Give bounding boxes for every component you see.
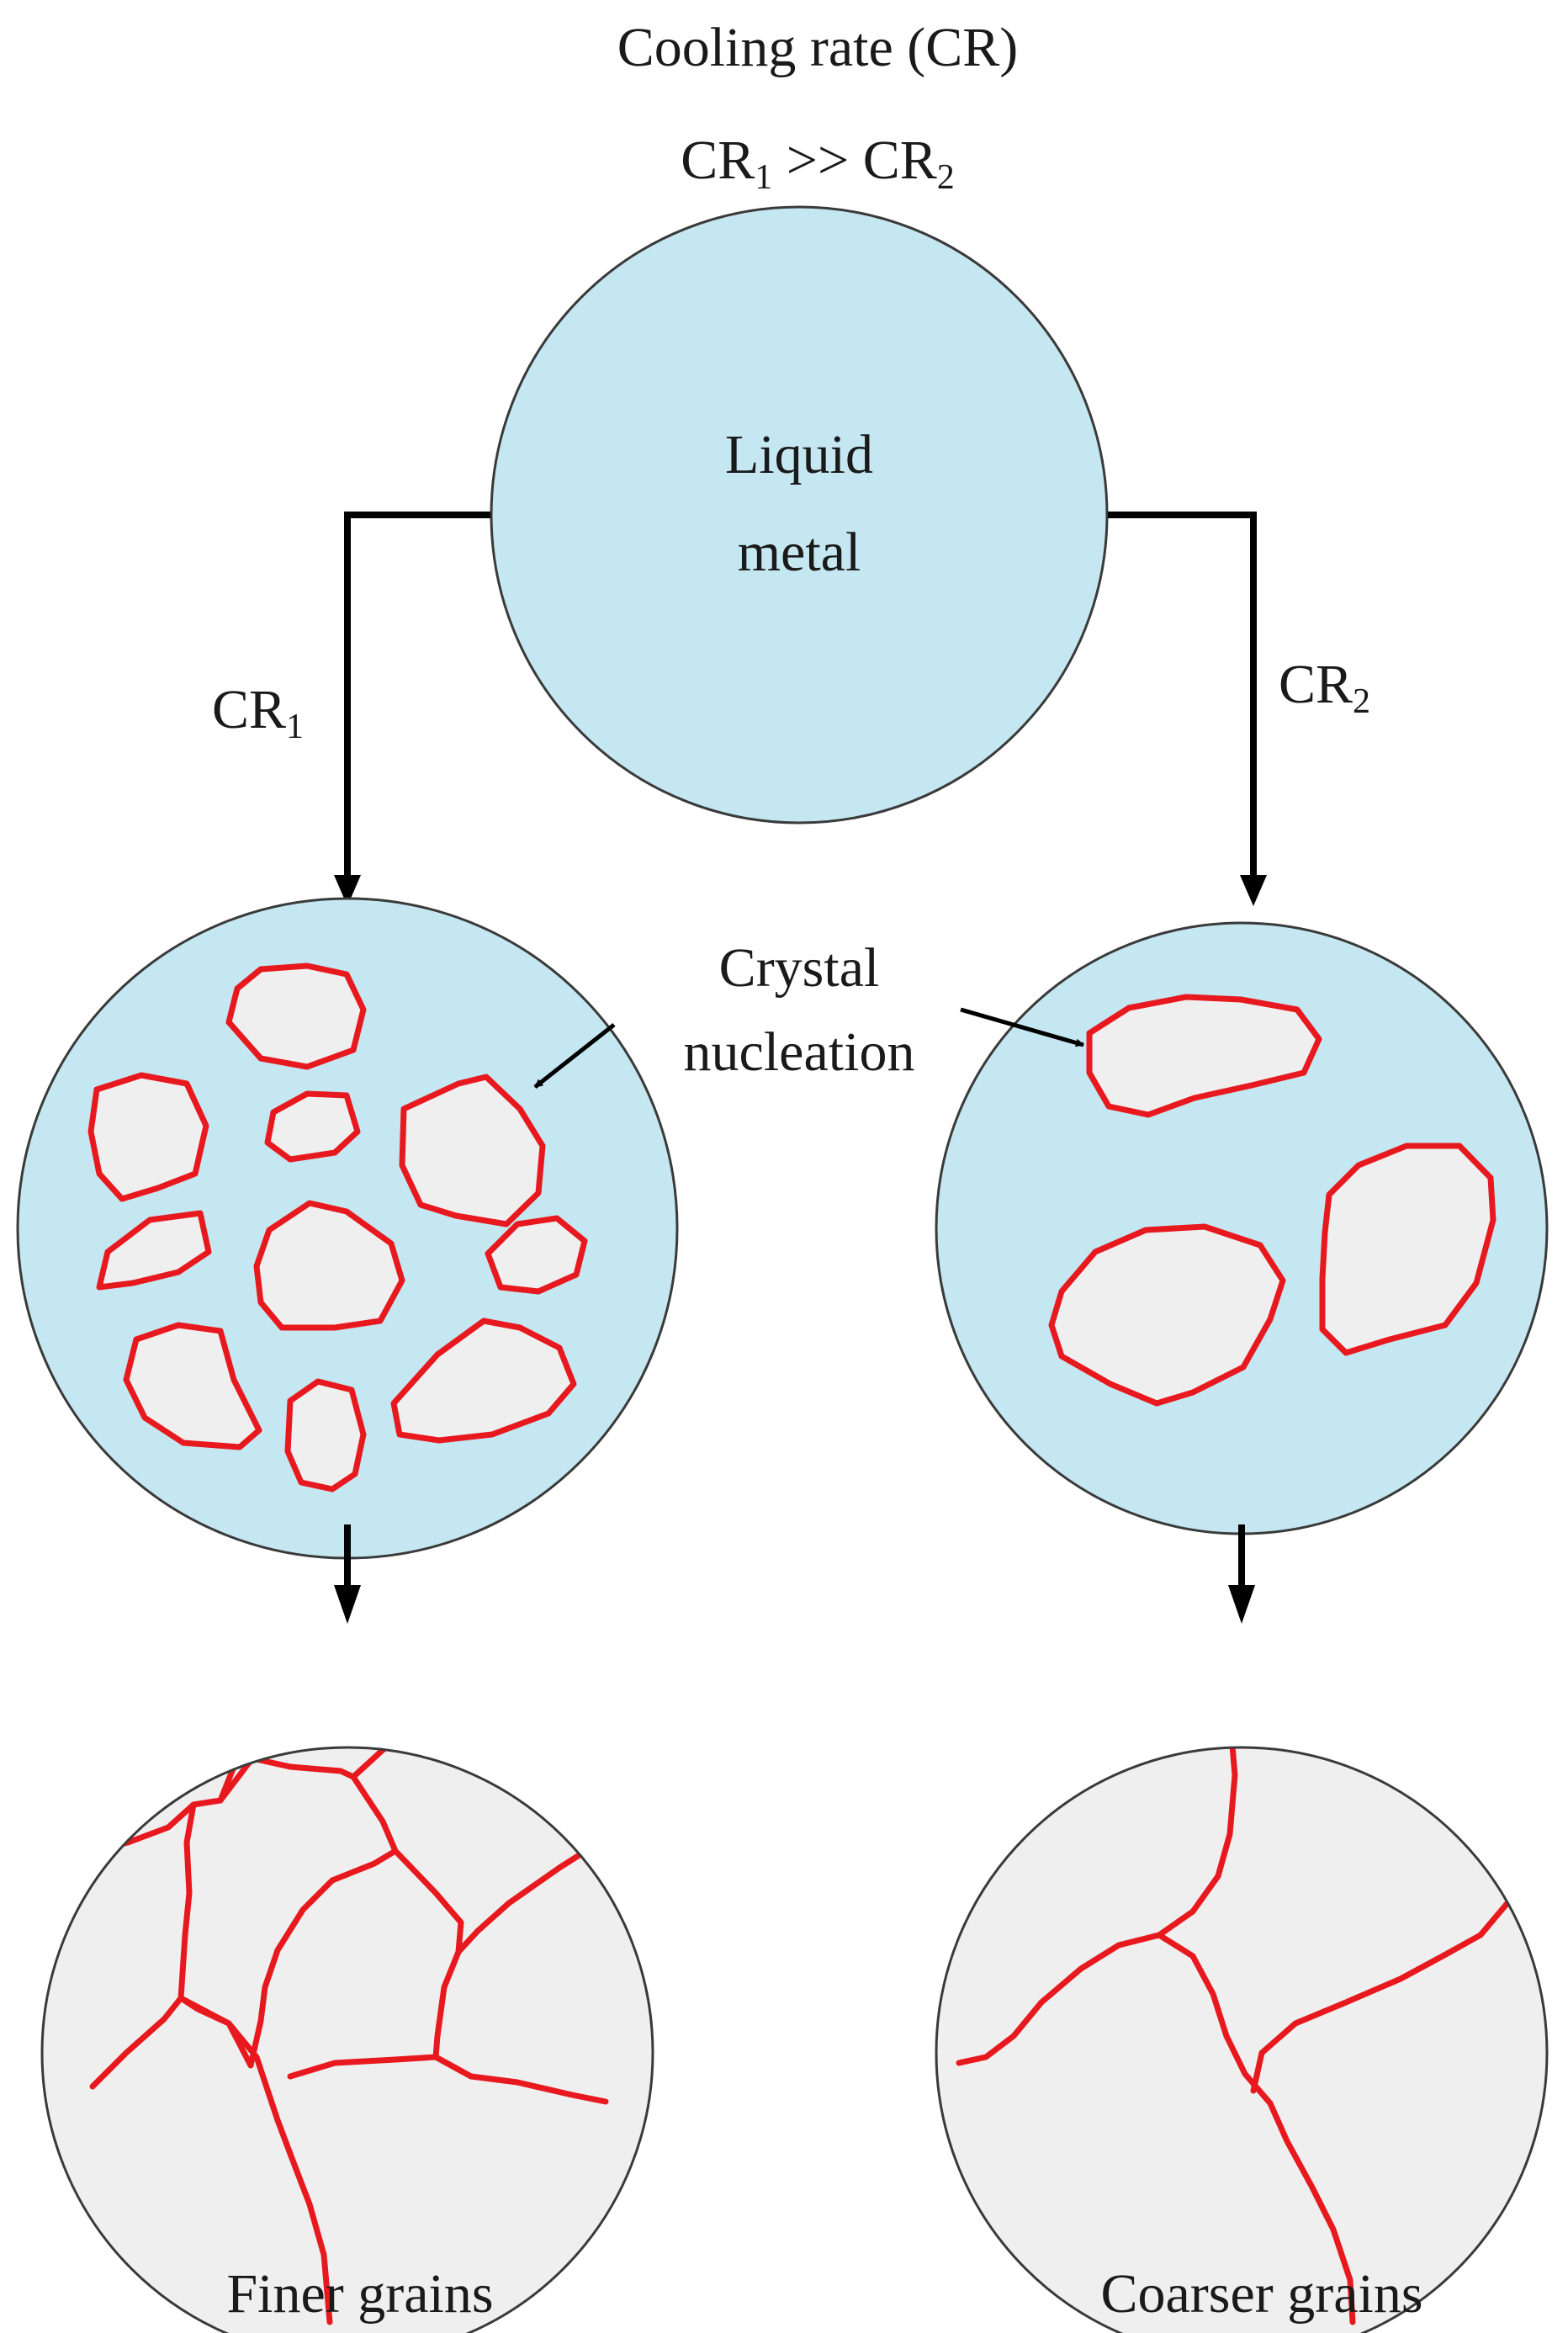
nucleus — [253, 1200, 405, 1331]
nucleus — [225, 962, 367, 1070]
left-branch-arrowhead — [334, 875, 361, 906]
right-branch-arrowhead — [1240, 875, 1267, 906]
nucleus — [284, 1378, 367, 1493]
cooling-rate-relation: CR1 >> CR2 — [681, 130, 955, 197]
nucleus — [87, 1072, 209, 1202]
left-branch-label: CR1 — [212, 679, 304, 746]
nucleus — [485, 1215, 588, 1295]
annotation-arrow-right — [960, 1007, 1084, 1047]
left-branch-connector — [344, 512, 490, 882]
annotation-arrow-left — [533, 1023, 616, 1089]
nucleation-low-cooling-rate — [935, 921, 1549, 1535]
diagram-title: Cooling rate (CR) — [617, 17, 1019, 78]
right-branch-label: CR2 — [1279, 654, 1370, 721]
result-label-right: Coarser grains — [1100, 2263, 1422, 2325]
annotation-label-line1: Crystal — [719, 937, 880, 999]
nucleus — [1086, 994, 1322, 1118]
liquid-metal-circle — [490, 205, 1109, 825]
right-down-arrowhead — [1228, 1585, 1255, 1624]
left-down-arrowhead — [334, 1585, 361, 1624]
liquid-metal-label-line2: metal — [738, 522, 861, 583]
nucleus — [264, 1090, 361, 1163]
nucleus — [390, 1318, 577, 1444]
nucleus — [123, 1322, 262, 1450]
coarse-grain-structure — [935, 1746, 1549, 2333]
nucleus — [399, 1074, 546, 1227]
nucleus — [1048, 1223, 1286, 1407]
result-label-left: Finer grains — [226, 2263, 493, 2325]
nucleation-high-cooling-rate — [16, 897, 679, 1560]
annotation-label-line2: nucleation — [684, 1021, 915, 1083]
fine-grain-structure — [40, 1746, 654, 2333]
nucleus — [1319, 1143, 1496, 1356]
right-branch-connector — [1108, 512, 1257, 882]
liquid-metal-label-line1: Liquid — [725, 424, 873, 485]
nucleus — [96, 1210, 212, 1291]
